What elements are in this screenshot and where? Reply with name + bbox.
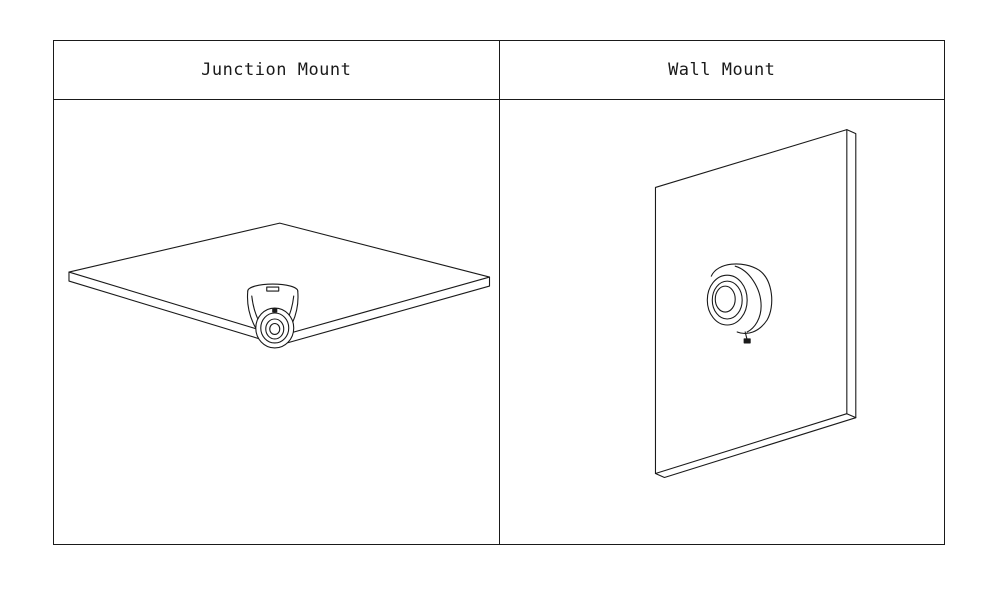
wall-mount-header: Wall Mount — [498, 40, 945, 100]
dome-camera-icon — [247, 283, 299, 349]
wall-mounted-dome-camera-icon — [500, 100, 945, 544]
header-row: Junction Mount Wall Mount — [53, 40, 945, 100]
ceiling-mounted-dome-camera-icon — [54, 100, 499, 544]
junction-mount-header: Junction Mount — [53, 40, 500, 100]
illustration-row — [53, 99, 945, 545]
mount-comparison-table: Junction Mount Wall Mount — [53, 40, 945, 545]
wall-mount-cell — [498, 99, 945, 545]
dome-camera-icon — [706, 263, 772, 344]
junction-mount-cell — [53, 99, 500, 545]
